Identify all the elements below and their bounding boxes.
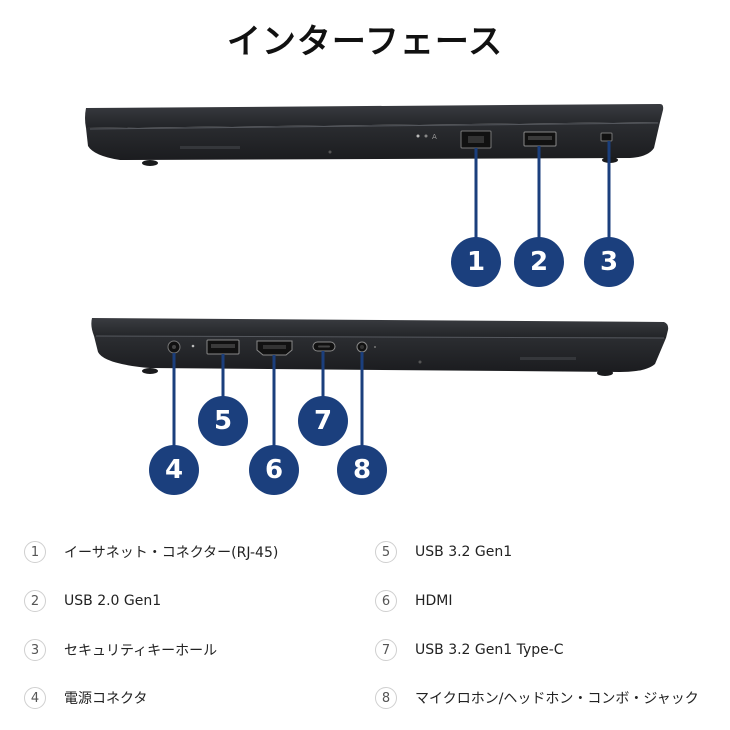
legend-number: 6 xyxy=(375,590,397,612)
legend-item-7: 7 USB 3.2 Gen1 Type-C xyxy=(375,636,564,664)
svg-text:1: 1 xyxy=(467,247,485,277)
legend-item-5: 5 USB 3.2 Gen1 xyxy=(375,538,512,566)
legend-item-1: 1 イーサネット・コネクター(RJ-45) xyxy=(24,538,278,566)
svg-text:5: 5 xyxy=(214,406,232,436)
page-title: インターフェース xyxy=(226,22,504,62)
svg-text:A: A xyxy=(432,133,437,141)
legend-item-3: 3 セキュリティキーホール xyxy=(24,636,217,664)
legend-label: セキュリティキーホール xyxy=(64,643,218,659)
laptop-side-views: A xyxy=(85,104,669,495)
legend-label: マイクロホン/ヘッドホン・コンボ・ジャック xyxy=(415,691,699,707)
legend-number: 2 xyxy=(24,590,46,612)
svg-text:2: 2 xyxy=(530,247,548,277)
badge-8: 8 xyxy=(337,445,387,495)
power-connector-icon xyxy=(167,340,181,354)
legend-label: USB 3.2 Gen1 Type-C xyxy=(415,642,564,658)
legend-label: イーサネット・コネクター(RJ-45) xyxy=(64,545,279,561)
usb-a-port-icon xyxy=(206,339,240,355)
laptop-left-side xyxy=(91,318,669,376)
leader-lines-top xyxy=(474,141,611,240)
legend-item-8: 8 マイクロホン/ヘッドホン・コンボ・ジャック xyxy=(375,684,699,712)
leader-lines-bottom xyxy=(172,351,364,450)
legend-label: USB 3.2 Gen1 xyxy=(415,544,513,560)
badge-2: 2 xyxy=(514,237,564,287)
legend-item-4: 4 電源コネクタ xyxy=(24,684,147,712)
svg-text:6: 6 xyxy=(265,455,283,485)
badge-1: 1 xyxy=(451,237,501,287)
legend-label: 電源コネクタ xyxy=(64,691,148,707)
legend-label: USB 2.0 Gen1 xyxy=(64,593,162,609)
legend-number: 8 xyxy=(375,687,397,709)
badge-3: 3 xyxy=(584,237,634,287)
svg-text:3: 3 xyxy=(600,247,618,277)
svg-text:7: 7 xyxy=(314,406,332,436)
badge-7: 7 xyxy=(298,396,348,446)
badge-5: 5 xyxy=(198,396,248,446)
status-led-icon xyxy=(416,134,420,138)
badge-6: 6 xyxy=(249,445,299,495)
legend-item-2: 2 USB 2.0 Gen1 xyxy=(24,587,161,615)
security-keyhole-icon xyxy=(600,132,613,142)
badge-4: 4 xyxy=(149,445,199,495)
laptop-right-side: A xyxy=(85,104,664,166)
ethernet-port-icon xyxy=(460,130,492,149)
legend-number: 7 xyxy=(375,639,397,661)
legend-number: 4 xyxy=(24,687,46,709)
usb-c-port-icon xyxy=(312,341,336,352)
audio-jack-icon xyxy=(356,341,376,353)
legend-label: HDMI xyxy=(415,593,453,609)
legend-number: 3 xyxy=(24,639,46,661)
svg-text:8: 8 xyxy=(353,455,371,485)
usb-a-port-icon xyxy=(523,131,557,147)
legend-item-6: 6 HDMI xyxy=(375,587,453,615)
hdmi-port-icon xyxy=(256,340,293,356)
svg-text:4: 4 xyxy=(165,455,183,485)
legend-number: 5 xyxy=(375,541,397,563)
legend-number: 1 xyxy=(24,541,46,563)
charge-led-icon xyxy=(191,344,195,348)
